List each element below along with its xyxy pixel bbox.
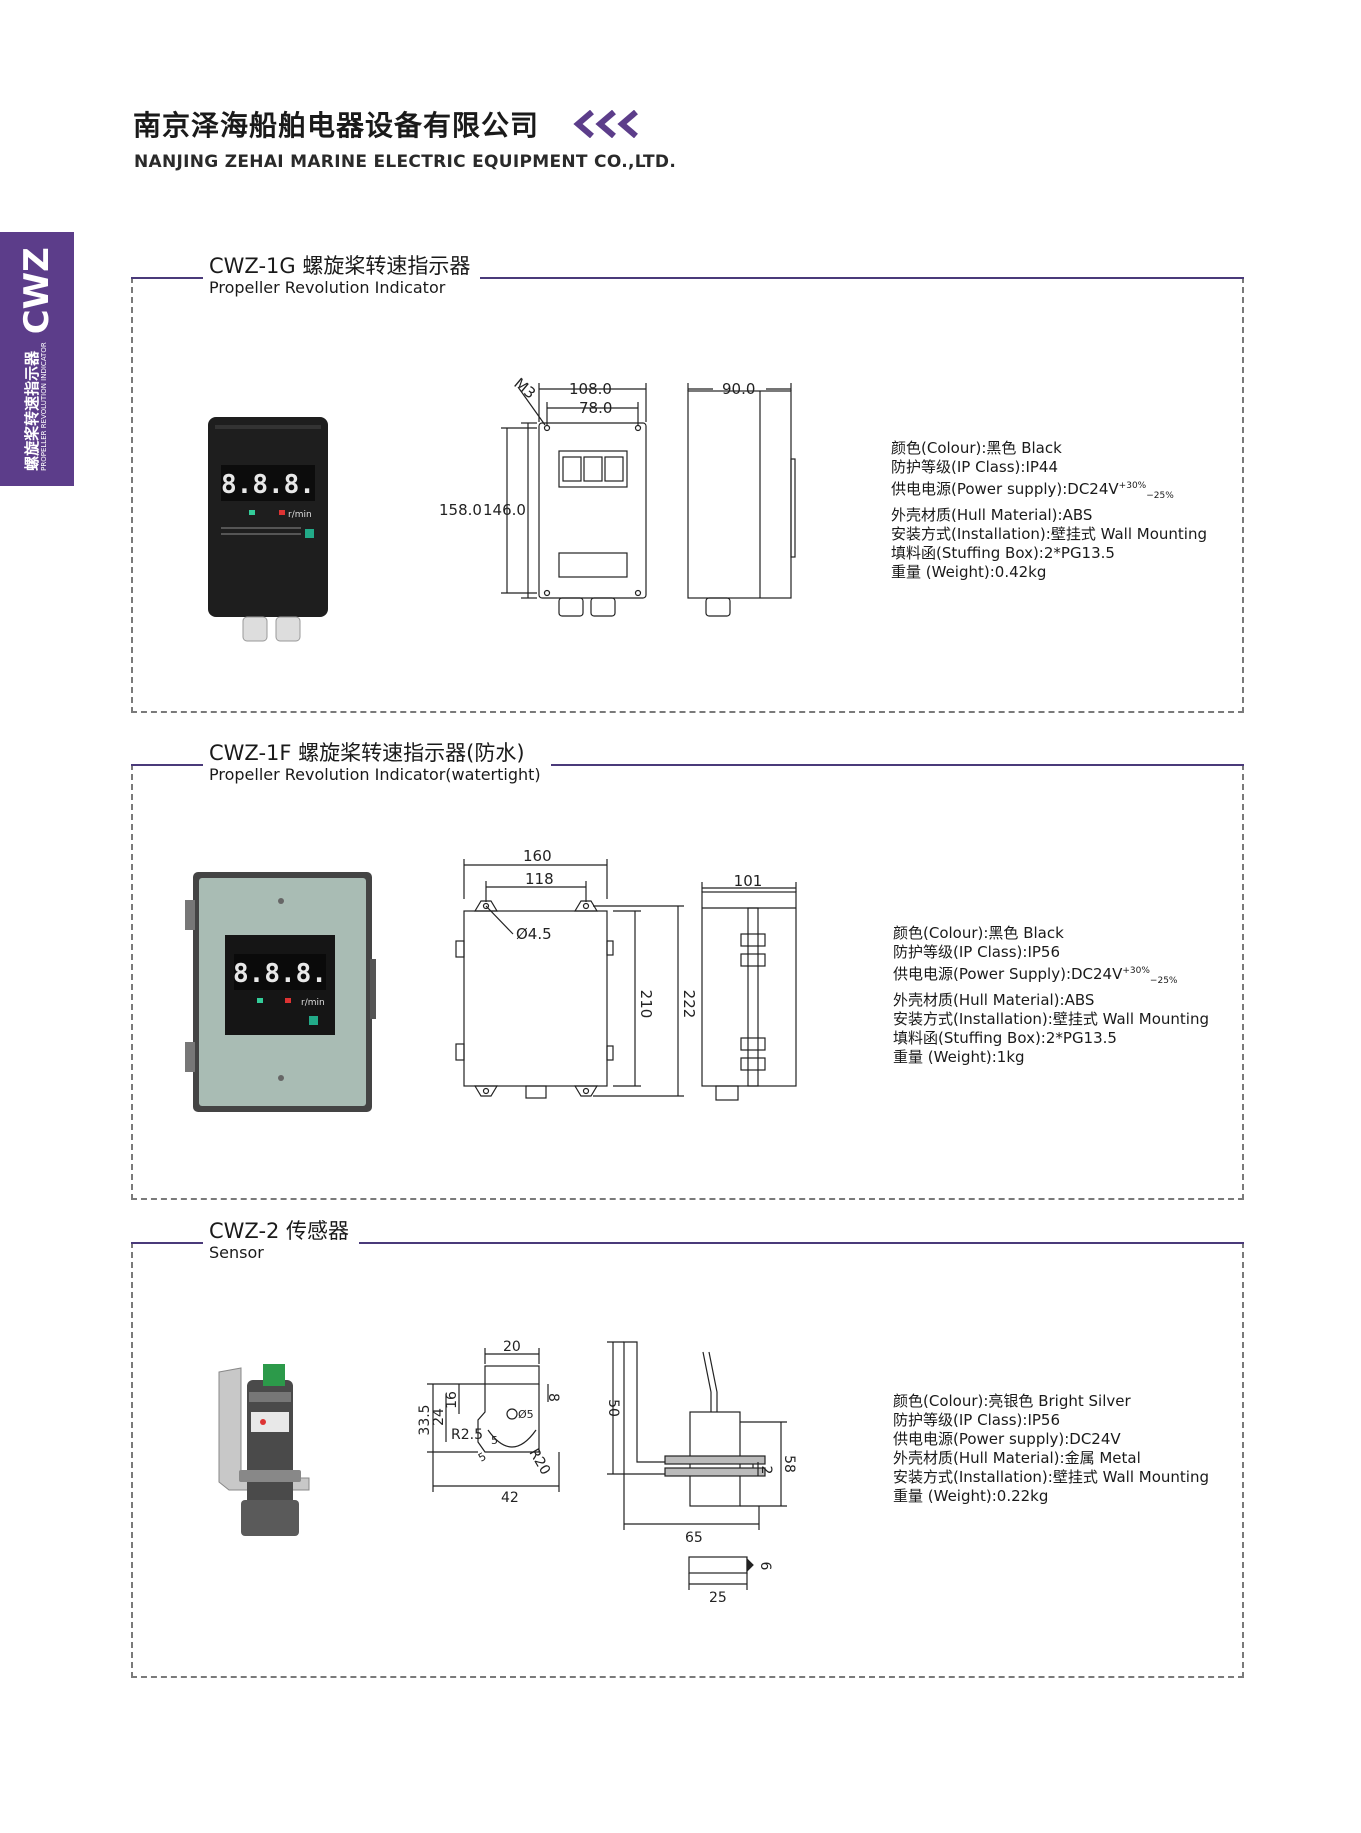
spec-colour: 颜色(Colour):亮银色 Bright Silver: [893, 1392, 1131, 1410]
spec-installation: 安装方式(Installation):壁挂式 Wall Mounting: [893, 1468, 1209, 1486]
photo-unit: r/min: [288, 510, 312, 520]
dim-r1: R2.5: [451, 1427, 483, 1443]
spec-ip-class: 防护等级(IP Class):IP44: [891, 458, 1059, 476]
drawing-sensor-side: [607, 1341, 787, 1590]
product-section-cwz-1g: CWZ-1G 螺旋桨转速指示器 Propeller Revolution Ind…: [131, 253, 1244, 713]
spec-hull-material: 外壳材质(Hull Material):ABS: [893, 991, 1095, 1009]
dim-s8: 8: [545, 1393, 561, 1402]
section-graphics: 8.8.8. r/min 108.0: [208, 374, 796, 642]
photo-unit: r/min: [301, 998, 325, 1008]
drawing-front-view: [501, 383, 647, 617]
dim-hole: Ø5: [518, 1408, 534, 1421]
spec-installation: 安装方式(Installation):壁挂式 Wall Mounting: [891, 525, 1207, 543]
dim-height-inner: 146.0: [483, 501, 526, 519]
spec-installation: 安装方式(Installation):壁挂式 Wall Mounting: [893, 1010, 1209, 1028]
dim-h1: 33.5: [417, 1404, 433, 1435]
dim-width-outer: 108.0: [569, 380, 612, 398]
dim-width-inner: 118: [525, 870, 554, 888]
dim-h58: 58: [781, 1455, 797, 1473]
spec-list: 颜色(Colour):黑色 Black 防护等级(IP Class):IP44 …: [891, 439, 1207, 582]
section-title: CWZ-2 传感器 Sensor: [203, 1218, 360, 1262]
section-title-cn: CWZ-1G 螺旋桨转速指示器: [209, 254, 471, 278]
spec-weight: 重量 (Weight):1kg: [893, 1048, 1025, 1066]
section-title-en: Sensor: [209, 1243, 264, 1262]
dim-height-inner: 210: [637, 990, 655, 1019]
product-photo-cwz-2: [218, 1364, 310, 1536]
spec-list: 颜色(Colour):黑色 Black 防护等级(IP Class):IP56 …: [893, 924, 1209, 1067]
dim-r2: R20: [526, 1446, 554, 1478]
dim-height-outer: 222: [680, 990, 698, 1019]
spec-weight: 重量 (Weight):0.22kg: [893, 1487, 1049, 1505]
drawing-side-view: [701, 882, 797, 1101]
product-photo-cwz-1g: 8.8.8. r/min: [208, 417, 328, 642]
side-tab-label-cn: 螺旋桨转速指示器: [23, 350, 42, 471]
dim-h50: 50: [605, 1399, 621, 1417]
spec-power-supply: 供电电源(Power Supply):DC24V+30%−25%: [893, 965, 1178, 986]
spec-hull-material: 外壳材质(Hull Material):金属 Metal: [893, 1449, 1141, 1467]
dim-mounting-hole: Ø4.5: [516, 925, 552, 943]
spec-colour: 颜色(Colour):黑色 Black: [891, 439, 1062, 457]
section-divider: [131, 277, 1244, 279]
dim-screw: M3: [510, 374, 539, 402]
product-section-cwz-2: CWZ-2 传感器 Sensor 20 33.5: [131, 1218, 1244, 1678]
spec-stuffing-box: 填料函(Stuffing Box):2*PG13.5: [893, 1029, 1117, 1047]
section-title-cn: CWZ-1F 螺旋桨转速指示器(防水): [209, 741, 525, 765]
dim-top: 20: [503, 1339, 521, 1355]
spec-ip-class: 防护等级(IP Class):IP56: [893, 1411, 1061, 1429]
section-divider: [131, 1242, 1244, 1244]
dim-width-inner: 78.0: [579, 399, 612, 417]
spec-stuffing-box: 填料函(Stuffing Box):2*PG13.5: [891, 544, 1115, 562]
section-title: CWZ-1F 螺旋桨转速指示器(防水) Propeller Revolution…: [203, 740, 551, 784]
chevrons-left-icon: [573, 110, 638, 138]
spec-ip-class: 防护等级(IP Class):IP56: [893, 943, 1061, 961]
spec-colour: 颜色(Colour):黑色 Black: [893, 924, 1064, 942]
spec-power-supply: 供电电源(Power supply):DC24V: [893, 1430, 1121, 1448]
company-name-en: NANJING ZEHAI MARINE ELECTRIC EQUIPMENT …: [134, 152, 677, 172]
spec-weight: 重量 (Weight):0.42kg: [891, 563, 1047, 581]
dim-height-outer: 158.0: [439, 501, 482, 519]
drawing-side-view: [687, 383, 796, 617]
dim-depth: 90.0: [722, 380, 755, 398]
drawing-front-view: [455, 859, 684, 1099]
section-title-en: Propeller Revolution Indicator: [209, 278, 446, 297]
section-divider: [131, 764, 1244, 766]
spec-power-supply: 供电电源(Power supply):DC24V+30%−25%: [891, 480, 1174, 501]
drawing-bracket: [427, 1348, 560, 1492]
dim-h3: 16: [444, 1391, 460, 1409]
section-title-cn: CWZ-2 传感器: [209, 1219, 350, 1243]
product-section-cwz-1f: CWZ-1F 螺旋桨转速指示器(防水) Propeller Revolution…: [131, 740, 1244, 1200]
dim-slot-a: 5: [491, 1434, 498, 1447]
section-graphics: 20 33.5 24 16 R2.5 Ø5 R20 5 5 8 42: [218, 1339, 797, 1606]
dim-base: 42: [501, 1490, 519, 1506]
dim-thickness: 2: [758, 1466, 774, 1475]
side-tab-label-en: PROPELLER REVOLUTION INDICATOR: [40, 342, 49, 471]
dim-plate-width: 25: [709, 1590, 727, 1606]
dim-w65: 65: [685, 1530, 703, 1546]
dim-width-outer: 160: [523, 847, 552, 865]
section-title-en: Propeller Revolution Indicator(watertigh…: [209, 765, 541, 784]
section-title: CWZ-1G 螺旋桨转速指示器 Propeller Revolution Ind…: [203, 253, 481, 297]
photo-display-digits: 8.8.8.: [221, 470, 315, 500]
photo-display-digits: 8.8.8.: [233, 959, 327, 989]
product-photo-cwz-1f: 8.8.8. r/min: [185, 872, 376, 1112]
side-tab-code: CWZ: [17, 247, 57, 335]
spec-hull-material: 外壳材质(Hull Material):ABS: [891, 506, 1093, 524]
dim-h2: 24: [431, 1408, 447, 1426]
spec-list: 颜色(Colour):亮银色 Bright Silver 防护等级(IP Cla…: [893, 1392, 1209, 1506]
dim-depth: 101: [734, 872, 763, 890]
company-name-cn: 南京泽海船舶电器设备有限公司: [133, 109, 540, 142]
section-graphics: 8.8.8. r/min 160 118 Ø4.5 210: [185, 847, 797, 1112]
dim-plate-thickness: 6: [757, 1562, 773, 1571]
side-category-tab: 螺旋桨转速指示器 PROPELLER REVOLUTION INDICATOR …: [0, 232, 74, 486]
